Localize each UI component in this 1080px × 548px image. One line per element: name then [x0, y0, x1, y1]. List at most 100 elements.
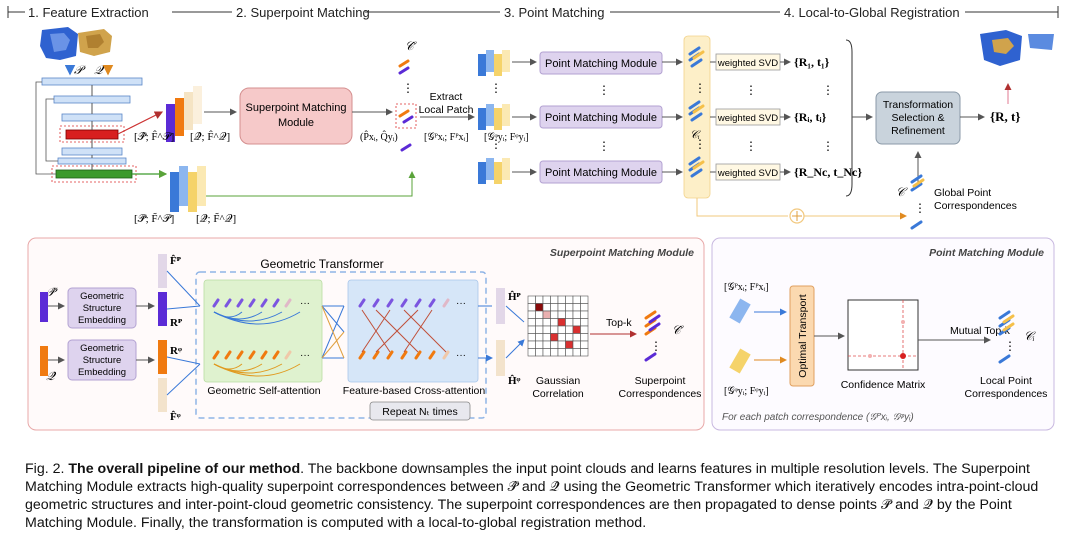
correlation-cell [542, 325, 551, 334]
correlation-cell [527, 303, 536, 312]
correlation-cell [550, 348, 559, 357]
q-dense-features: [𝒬̃; F̃^𝒬] [196, 212, 236, 225]
smm-p-bar [40, 292, 48, 322]
svd-row-2: weighted SVD {Rᵢ, tᵢ} [710, 108, 827, 126]
correlation-cell [550, 340, 559, 349]
rt-i: {Rᵢ, tᵢ} [794, 110, 827, 124]
local-corr-dots-1: ⋮ [694, 81, 706, 95]
gse-box-p [67, 287, 137, 329]
correlation-cell [550, 303, 559, 312]
smm-q-bar [40, 346, 48, 376]
q-coarse-features: [𝒬̂; F̂^𝒬] [190, 130, 230, 143]
local-corr-glyphs [688, 46, 705, 178]
correlation-cell [580, 303, 589, 312]
pmm-dots-2: ⋮ [598, 139, 610, 153]
correlation-cell [572, 333, 581, 342]
backbone-encoder [35, 77, 143, 183]
global-corr-dots: ⋮ [914, 201, 926, 215]
local-corr-dots-2: ⋮ [694, 137, 706, 151]
superpoint-matching-module-box [239, 87, 353, 145]
sc-label-2: Correspondences [619, 388, 702, 400]
correlation-cell [565, 340, 574, 349]
correlation-cell [535, 340, 544, 349]
lpc-label-1: Local Point [980, 375, 1032, 387]
rq-bar [158, 340, 167, 374]
correlation-cell [557, 340, 566, 349]
correlation-cell [557, 333, 566, 342]
caption-body: . The backbone downsamples the input poi… [25, 461, 1039, 531]
gauss-label-2: Correlation [532, 388, 584, 400]
hp-label: Ĥᴾ [508, 291, 522, 303]
cross-attention-glyphs [358, 298, 450, 360]
patch-gx-label: [𝒢ᴾxᵢ; Fᴾxᵢ] [424, 132, 469, 143]
correlation-cell [535, 325, 544, 334]
mutual-topk-label: Mutual Top-k [950, 325, 1011, 337]
correlation-cell [580, 325, 589, 334]
local-point-corr-dots: ⋮ [1004, 339, 1016, 353]
rt-n: {R_Nc, t_Nc} [794, 165, 862, 179]
registered-point-cloud [980, 30, 1054, 66]
gse-p-1: Geometric [80, 291, 124, 302]
stage-header [7, 6, 1059, 18]
gse-p-2: Structure [83, 303, 122, 314]
correlation-cell [557, 325, 566, 334]
patch-dots-2: ⋮ [490, 137, 502, 151]
rt-dots-2: ⋮ [822, 139, 834, 153]
pmm-yellow-patch [729, 348, 751, 374]
cross-attention-block [347, 279, 479, 383]
self-attn-ellipsis-2: ··· [300, 350, 310, 361]
correlation-cell [580, 333, 589, 342]
correlation-cell [527, 295, 536, 304]
svd-row-3: weighted SVD {R_Nc, t_Nc} [710, 163, 862, 181]
fq-label: F̂ᵠ [170, 410, 181, 423]
superpoint-module-line-1: Superpoint Matching [246, 102, 347, 114]
rt-dots-1: ⋮ [822, 83, 834, 97]
ts-line-1: Transformation [883, 99, 953, 111]
ts-line-3: Refinement [891, 125, 945, 137]
caption-bold: The overall pipeline of our method [68, 461, 301, 477]
gpc-line-2: Correspondences [934, 200, 1017, 212]
cross-attn-ellipsis-1: ··· [456, 298, 466, 309]
superpoint-corr-output-dots: ⋮ [650, 339, 662, 353]
patch-stacks [478, 50, 510, 184]
correlation-cell [580, 340, 589, 349]
gse-q-2: Structure [83, 355, 122, 366]
pmm-gy-label: [𝒢ᵠyᵢ; Fᵠyᵢ] [724, 386, 769, 397]
lpc-label-2: Correspondences [965, 388, 1048, 400]
correlation-cell [535, 303, 544, 312]
stage-3-label: 3. Point Matching [504, 5, 604, 20]
pmm-row-3: Point Matching Module [512, 160, 683, 184]
rp-label: Rᴾ [170, 317, 183, 329]
confidence-matrix-label: Confidence Matrix [841, 379, 926, 391]
correlation-cell [542, 348, 551, 357]
smm-panel-title: Superpoint Matching Module [550, 247, 694, 259]
rq-label: Rᵠ [170, 345, 182, 357]
correlation-cell [542, 340, 551, 349]
superpoint-corr-glyphs [398, 59, 414, 152]
figure-caption: Fig. 2. The overall pipeline of our meth… [25, 460, 1065, 532]
patch-gy-label: [𝒢ᵠyᵢ; Fᵠyᵢ] [484, 132, 529, 143]
patch-dots-1: ⋮ [490, 81, 502, 95]
correlation-cell [542, 333, 551, 342]
correlation-cell [527, 340, 536, 349]
confidence-matrix [847, 299, 919, 371]
pmm-label-3: Point Matching Module [545, 167, 657, 179]
smm-q-hat: 𝒬̂ [46, 369, 57, 383]
correlation-cell [527, 318, 536, 327]
extract-label-1: Extract [430, 91, 463, 103]
self-attention-block [203, 279, 323, 383]
correlation-cell [527, 333, 536, 342]
foreach-label: For each patch correspondence (𝒢ᴾxᵢ, 𝒢ᵠy… [722, 412, 914, 423]
correlation-cell [542, 295, 551, 304]
correlation-cell [542, 310, 551, 319]
local-corr-ci: 𝒞ᵢ [690, 129, 701, 141]
hp-bar [496, 288, 505, 324]
hq-bar [496, 340, 505, 376]
correlation-cell [580, 318, 589, 327]
gt-title: Geometric Transformer [260, 257, 383, 271]
pmm-dots-1: ⋮ [598, 83, 610, 97]
global-corr-c: 𝒞 [896, 185, 908, 199]
caption-prefix: Fig. 2. [25, 461, 69, 477]
superpoint-module-line-2: Module [278, 117, 314, 129]
correlation-cell [572, 318, 581, 327]
